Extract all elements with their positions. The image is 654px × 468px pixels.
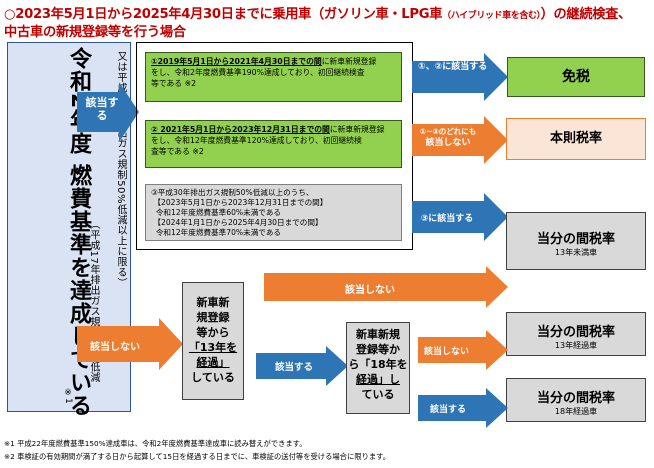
condition-sub-text: （平成17年排出ガス規制75%低減 [88,219,99,383]
yes-arrow [77,82,139,142]
long-no-arrow-label: 該当しない [345,285,395,296]
arrow-to-standard-rate-label: ①~③のどれにも該当しない [419,127,477,148]
provisional-rate-13-box: 当分の間税率 13年経過車 [506,312,646,356]
standard-rate-box: 本則税率 [506,118,646,160]
condition-note: ※1 [63,388,73,404]
provisional-rate-under13-box: 当分の間税率 13年未満車 [506,212,646,270]
condition-1-box: ①2019年5月1日から2021年4月30日までの間に新車新規登録 をし、令和2… [145,52,402,102]
yes-arrow-label: 該当する [85,96,119,122]
condition-sub-text-2: 又は平成30年排出ガス規制50%低減以上に限る） [115,51,126,288]
page-title-line2: 中古車の新規登録等を行う場合 [4,25,186,40]
arrow-to-13-rate [418,330,508,370]
exempt-box: 免税 [507,57,645,97]
arrow-to-provisional-rate-label: ③に該当する [420,214,474,224]
arrow-to-18-rate [418,388,508,428]
long-no-arrow [264,266,508,308]
over-13-years-box: 新車新 規登録 等から 「13年を 経過」 している [182,282,244,400]
no-arrow [77,318,183,370]
footnote-1: ※1 平成22年度燃費基準150%達成車は、令和2年度燃費基準達成車に読み替えが… [4,439,307,448]
condition-3-box: ③平成30年排出ガス規制50%低減以上のうち、 【2023年5月1日から2023… [145,184,402,241]
arrow-to-18-years-label: 該当する [275,362,314,373]
arrow-to-provisional-rate [412,193,508,241]
arrow-to-standard-rate [412,116,508,164]
over-18-years-box: 新車新規 登録等か ら「18年を 経過」し ている [346,322,410,414]
arrow-to-13-rate-label: 該当しない [424,347,470,357]
page-title-line1: ○2023年5月1日から2025年4月30日までに乗用車（ガソリン車・LPG車（… [4,7,631,22]
arrow-to-exempt-label: ①、②に該当する [418,62,488,72]
arrow-to-18-rate-label: 該当する [430,405,467,415]
no-arrow-label: 該当しない [90,342,140,353]
condition-2-box: ② 2021年5月1日から2023年12月31日までの間に新車新規登録 をし、令… [145,120,402,168]
provisional-rate-18-box: 当分の間税率 18年経過車 [506,378,646,422]
footnote-2: ※2 車検証の有効期間が満了する日から起算して15日を経過する日までに、車検証の… [4,452,391,461]
arrow-to-18-years [256,346,348,386]
arrow-to-exempt [412,53,508,101]
